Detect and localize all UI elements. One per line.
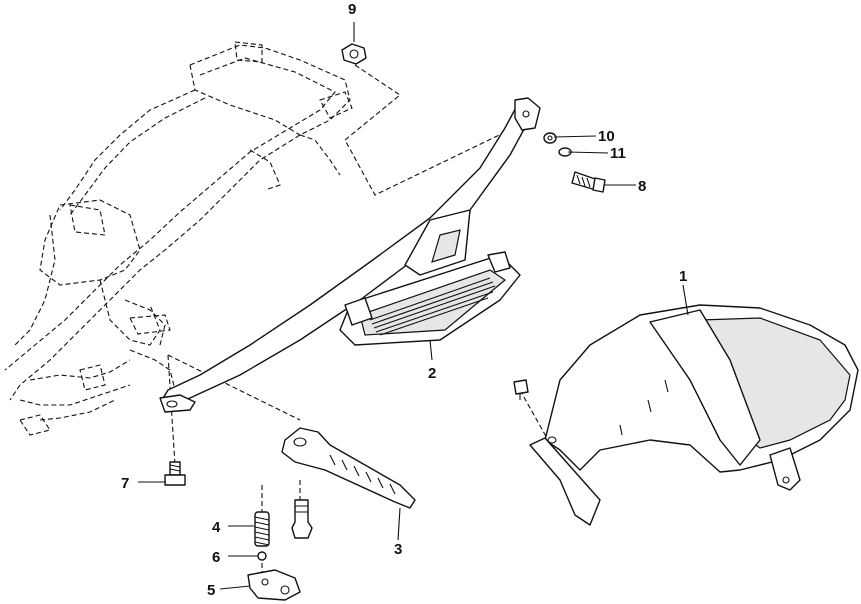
callout-numbers: 9 10 11 8 1 2 3 7 4 6 5: [121, 1, 687, 599]
footpeg-part-3: [281, 427, 416, 509]
callout-6: 6: [212, 549, 220, 566]
bolt-part-8: [571, 171, 606, 193]
callout-3: 3: [394, 541, 402, 558]
footboard-ribs: [369, 277, 496, 336]
footboard-bracket-part-2: [159, 97, 541, 413]
callout-9: 9: [348, 1, 356, 18]
callout-11: 11: [610, 145, 626, 162]
ball-part-6: [257, 551, 267, 561]
callout-7: 7: [121, 475, 129, 492]
callout-4: 4: [212, 519, 221, 536]
nut-part-9: [341, 43, 367, 65]
spring-part-4: [254, 511, 270, 547]
callout-10: 10: [598, 128, 615, 145]
screw-part-7: [164, 461, 186, 486]
frame-outline: [4, 41, 353, 436]
callout-1: 1: [679, 268, 687, 285]
callout-5: 5: [207, 582, 215, 599]
callout-8: 8: [638, 178, 646, 195]
plate-part-5: [247, 569, 301, 601]
footpeg-ribs: [329, 454, 396, 495]
assembly-leader-lines: [167, 64, 549, 575]
washer-part-10: [543, 132, 557, 144]
fender-part-1: [513, 304, 859, 526]
callout-leaders: [138, 22, 689, 590]
callout-2: 2: [428, 365, 436, 382]
pivot-pin: [291, 499, 313, 539]
